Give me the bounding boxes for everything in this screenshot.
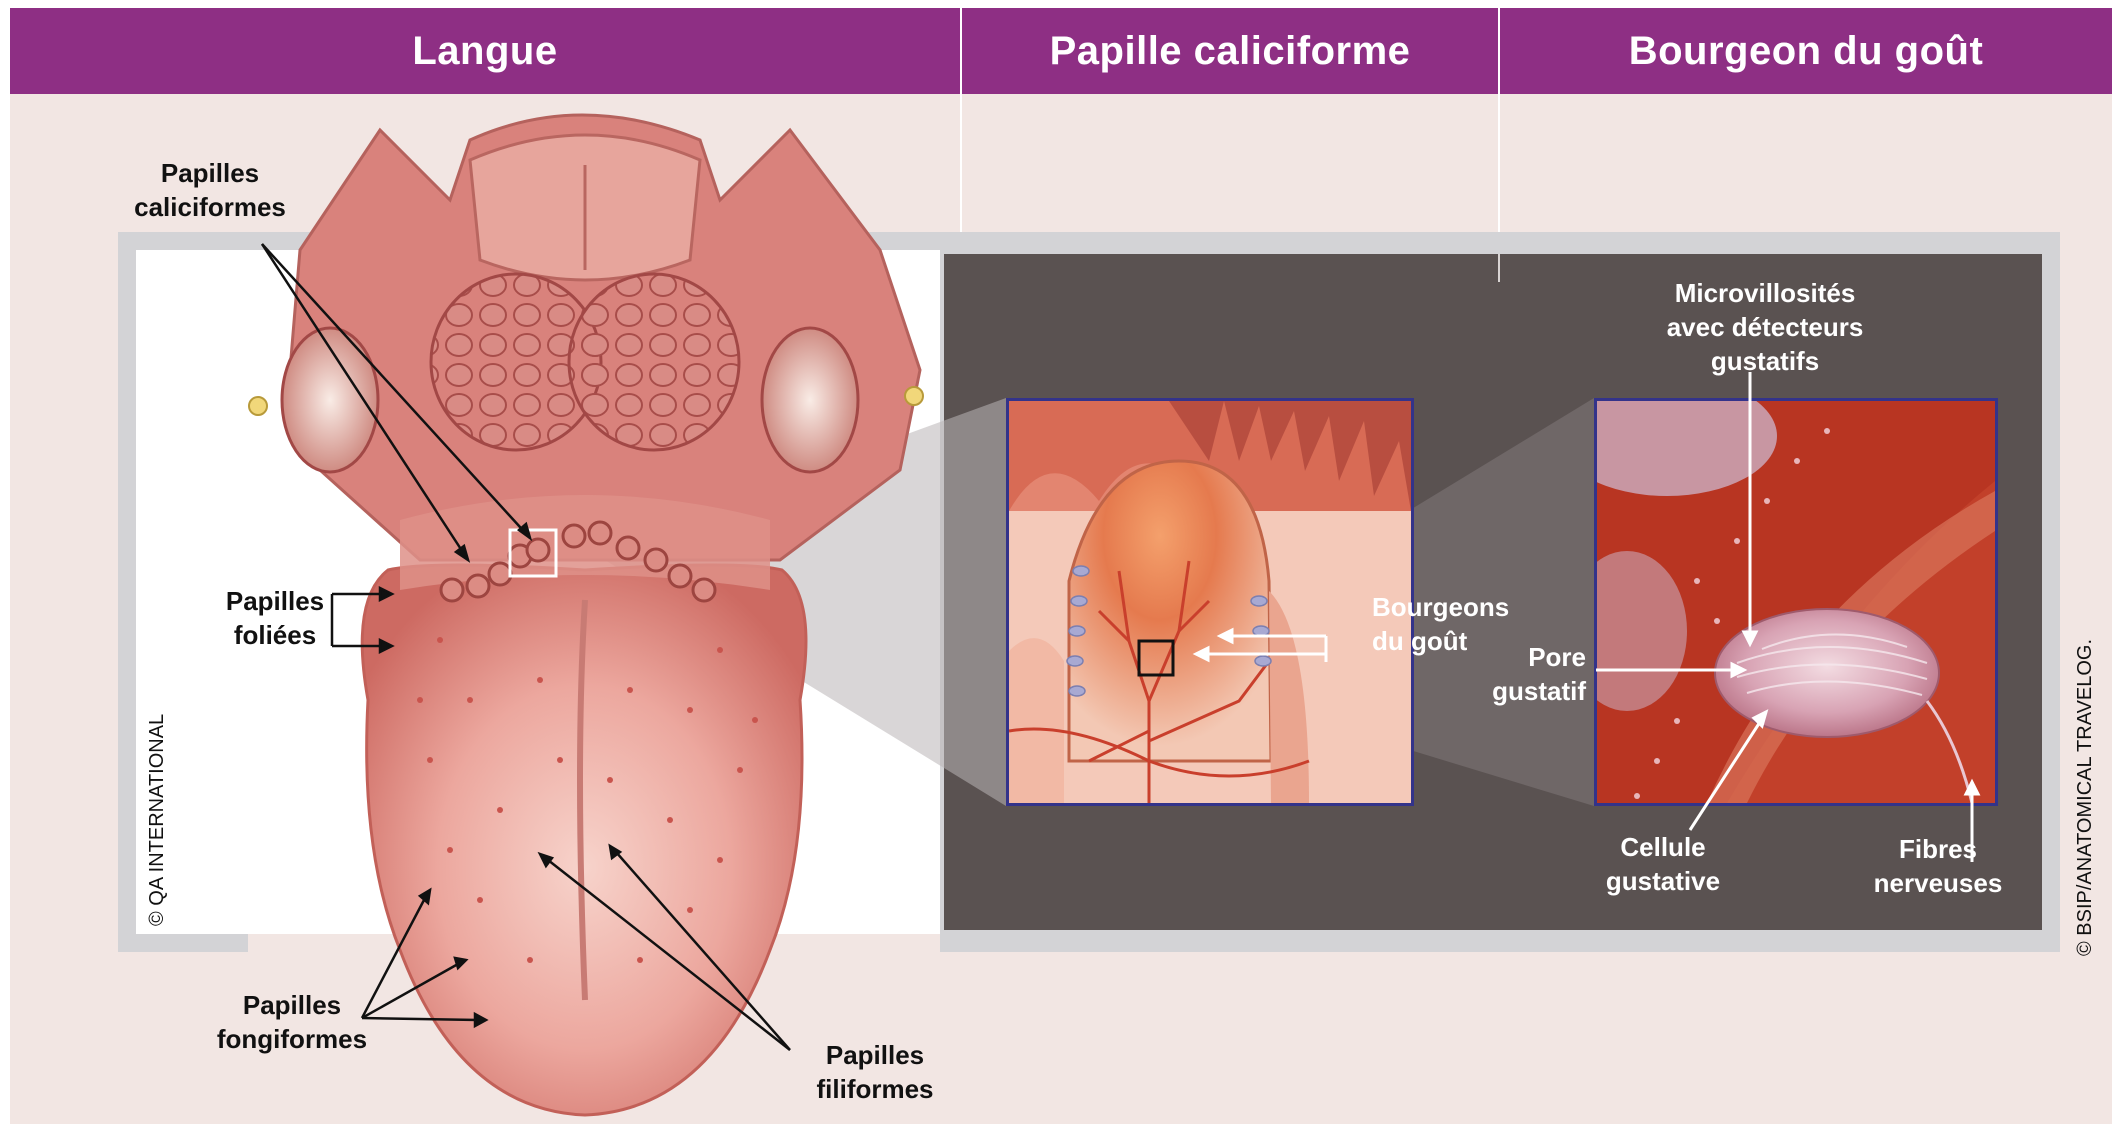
- credit-qa-international: © QA INTERNATIONAL: [146, 714, 169, 926]
- credit-bsip: © BSIP/ANATOMICAL TRAVELOG.: [2074, 639, 2097, 956]
